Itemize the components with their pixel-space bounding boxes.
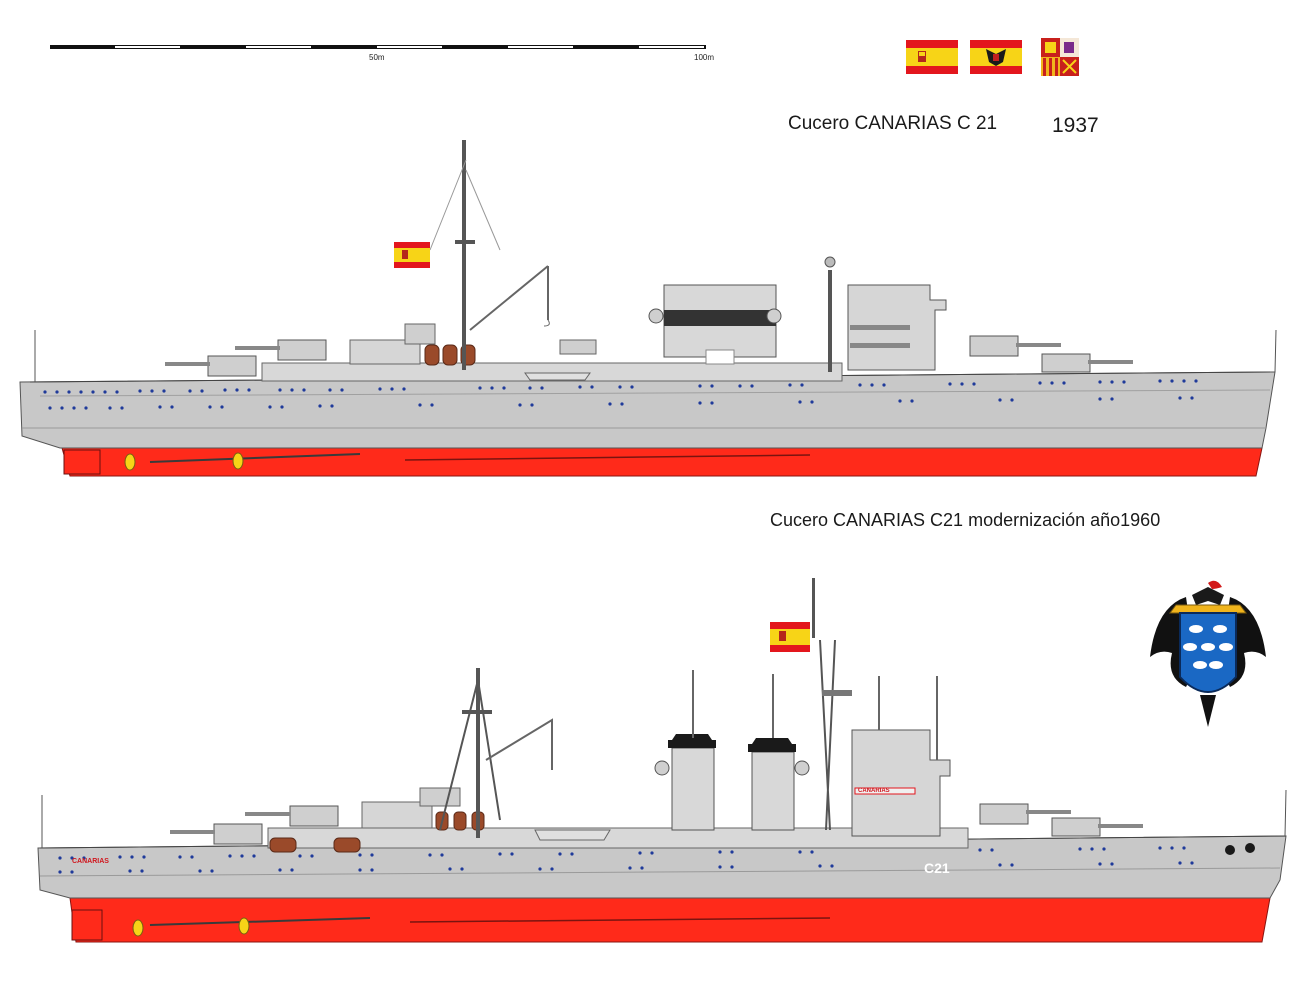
ship-1960-title: Cucero CANARIAS C21 modernización año196… <box>770 510 1161 530</box>
ship-1937-title: Cucero CANARIAS C 21 <box>788 113 998 134</box>
ship-1937-year: 1937 <box>1052 114 1099 137</box>
ship-1960-ensign-icon <box>770 622 810 652</box>
carlist-flag-icon <box>1041 38 1079 76</box>
spain-eagle-flag-icon <box>970 40 1022 74</box>
scale-label-50m: 50m <box>369 53 385 62</box>
canarias-coat-of-arms-icon <box>1150 580 1266 727</box>
bridge-name-label: CANARIAS <box>858 788 890 794</box>
hull-number-label: C21 <box>924 860 950 876</box>
scale-label-100m: 100m <box>694 53 715 62</box>
spain-flag-icon <box>906 40 958 74</box>
hull-name-label: CANARIAS <box>72 858 109 865</box>
ship-1937-ensign-icon <box>394 242 430 268</box>
